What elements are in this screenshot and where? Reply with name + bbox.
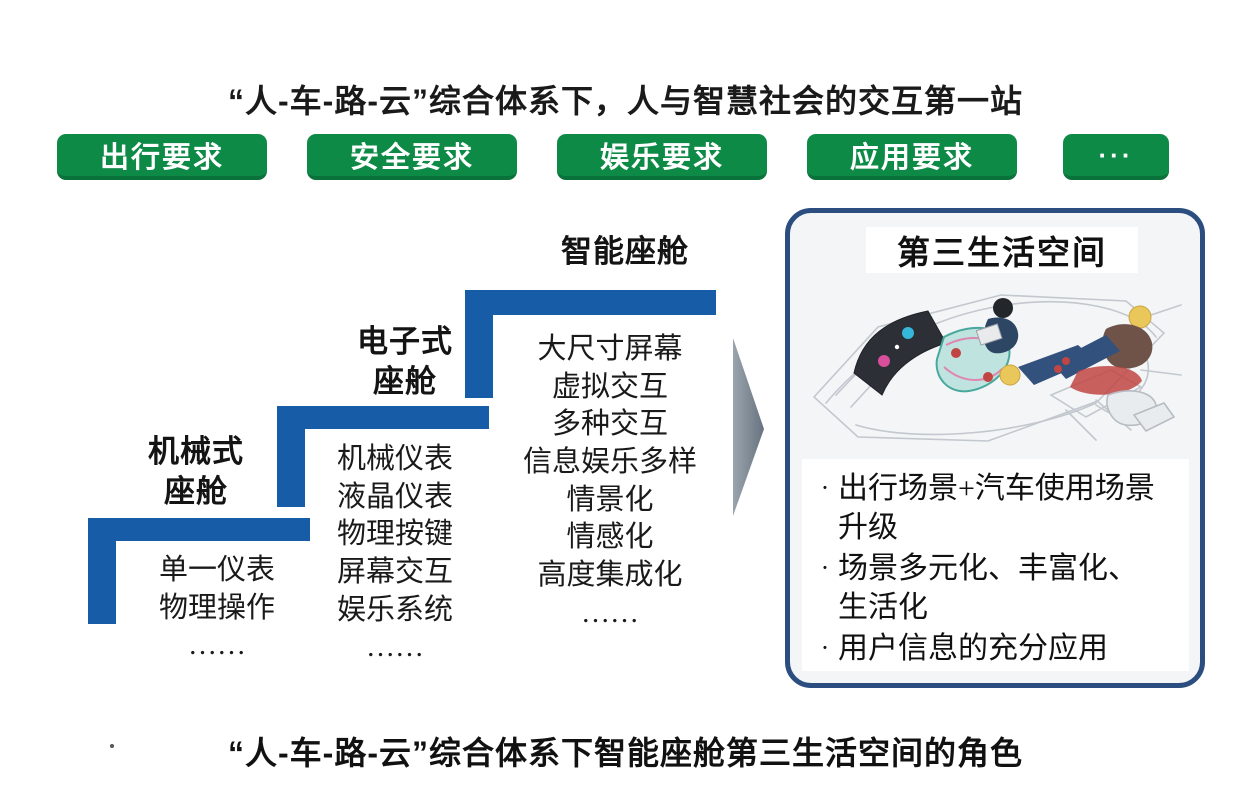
step-bar-smart-horizontal (465, 290, 716, 315)
list-item: 娱乐系统 (336, 593, 453, 626)
stair-label-electronic: 电子式 座舱 (357, 324, 453, 399)
step-bar-mechanical-horizontal (88, 518, 310, 541)
pill-label: 出行要求 (99, 142, 224, 174)
bullet-dot: · (820, 553, 830, 582)
bullet-item: · 出行场景+汽车使用场景 升级 (812, 469, 1183, 547)
pill-label: 应用要求 (849, 142, 974, 174)
pill-safety-requirement: 安全要求 (307, 134, 517, 180)
list-item: 物理按键 (336, 518, 453, 551)
list-item: 情感化 (566, 521, 654, 554)
stair-list-smart: 大尺寸屏幕 虚拟交互 多种交互 信息娱乐多样 情景化 情感化 高度集成化 …… (493, 331, 727, 633)
list-item: …… (366, 631, 424, 664)
list-item: 物理操作 (158, 591, 275, 624)
list-item: 情景化 (566, 483, 654, 516)
list-item: 单一仪表 (158, 554, 275, 586)
bullet-dot: · (820, 633, 830, 662)
stair-label-smart: 智能座舱 (561, 234, 689, 269)
pill-travel-requirement: 出行要求 (57, 134, 267, 180)
car-interior-illustration (812, 294, 1182, 442)
stair-list-electronic: 机械仪表 液晶仪表 物理按键 屏幕交互 娱乐系统 …… (310, 441, 480, 667)
list-item: 虚拟交互 (551, 370, 668, 403)
list-item: …… (188, 629, 246, 662)
list-item: 大尺寸屏幕 (537, 333, 683, 365)
stair-label-mechanical: 机械式 座舱 (148, 434, 244, 509)
list-item: 信息娱乐多样 (522, 446, 697, 479)
step-bar-mechanical-vertical (88, 518, 116, 624)
step-bar-electronic-horizontal (277, 406, 489, 429)
list-item: 多种交互 (551, 408, 668, 441)
list-item: 屏幕交互 (336, 556, 453, 589)
stray-mark (110, 744, 114, 748)
list-item: 液晶仪表 (336, 480, 453, 513)
page-title: “人-车-路-云”综合体系下，人与智慧社会的交互第一站 (228, 83, 1023, 119)
figure-caption: “人-车-路-云”综合体系下智能座舱第三生活空间的角色 (228, 735, 1023, 771)
bullet-item: · 场景多元化、丰富化、 生活化 (812, 549, 1183, 627)
pill-label: 安全要求 (349, 142, 474, 174)
list-item: 机械仪表 (336, 443, 453, 475)
bullet-item: · 用户信息的充分应用 (812, 629, 1183, 668)
pill-application-requirement: 应用要求 (807, 134, 1017, 180)
pill-label: ··· (1098, 139, 1134, 170)
third-space-title: 第三生活空间 (866, 227, 1138, 273)
step-bar-electronic-vertical (277, 406, 305, 507)
pill-entertainment-requirement: 娱乐要求 (557, 134, 767, 180)
third-space-text-panel: · 出行场景+汽车使用场景 升级 · 场景多元化、丰富化、 生活化 · 用户信息… (802, 459, 1189, 671)
third-space-box: 第三生活空间 (785, 208, 1205, 688)
pill-more-ellipsis: ··· (1063, 134, 1169, 180)
list-item: 高度集成化 (537, 559, 683, 592)
bullet-dot: · (820, 473, 830, 502)
list-item: …… (581, 596, 639, 629)
right-arrow-icon (733, 338, 764, 516)
step-bar-smart-vertical (465, 290, 493, 398)
pill-label: 娱乐要求 (599, 142, 724, 174)
stair-list-mechanical: 单一仪表 物理操作 …… (112, 552, 322, 665)
